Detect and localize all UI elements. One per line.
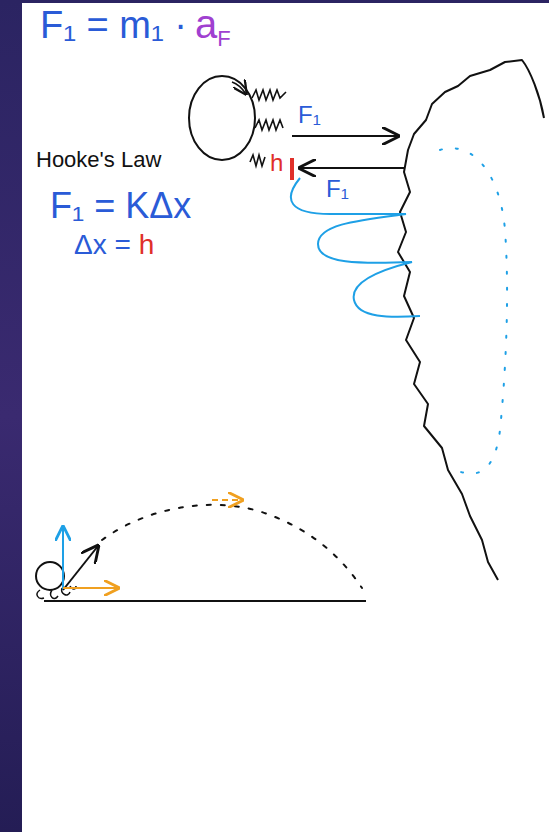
ball-body	[36, 562, 64, 590]
label-group: F₁	[326, 176, 349, 202]
trajectory	[102, 505, 362, 588]
force-arrow	[292, 135, 398, 137]
label-group: Hooke's Law	[36, 148, 161, 172]
white-board	[22, 3, 549, 832]
reaction-arrow	[300, 167, 404, 169]
velocity-arrow	[63, 546, 98, 590]
equation-line: F₁ = m₁ ·aF	[40, 2, 231, 47]
equation-line: Δx = h	[74, 230, 154, 261]
horizontal-velocity	[63, 587, 118, 589]
acceleration-symbol: a	[195, 2, 217, 46]
wall-outline	[398, 60, 544, 580]
label-group: F₁	[298, 102, 321, 128]
force-label: F₁	[326, 176, 349, 202]
deformation-curve	[440, 148, 507, 474]
force-equation: F₁ = m₁ ·	[40, 5, 187, 47]
displacement-label: h	[139, 230, 155, 261]
wall-deformation	[291, 178, 420, 317]
rotation-arrow	[232, 82, 246, 94]
vertical-velocity	[62, 527, 64, 590]
label-group: h	[270, 150, 283, 176]
displacement-equation: Δx =	[74, 230, 131, 261]
acceleration-subscript: F	[217, 27, 230, 51]
body-ellipse	[189, 76, 255, 160]
displacement-label: h	[270, 150, 283, 176]
law-title: Hooke's Law	[36, 148, 161, 172]
ground-line	[44, 600, 366, 602]
compression-mark	[290, 158, 294, 180]
force-label: F₁	[298, 102, 321, 128]
apex-velocity	[212, 499, 242, 501]
equation-line: F₁ = KΔx	[50, 186, 191, 226]
hooke-equation: F₁ = KΔx	[50, 186, 191, 226]
